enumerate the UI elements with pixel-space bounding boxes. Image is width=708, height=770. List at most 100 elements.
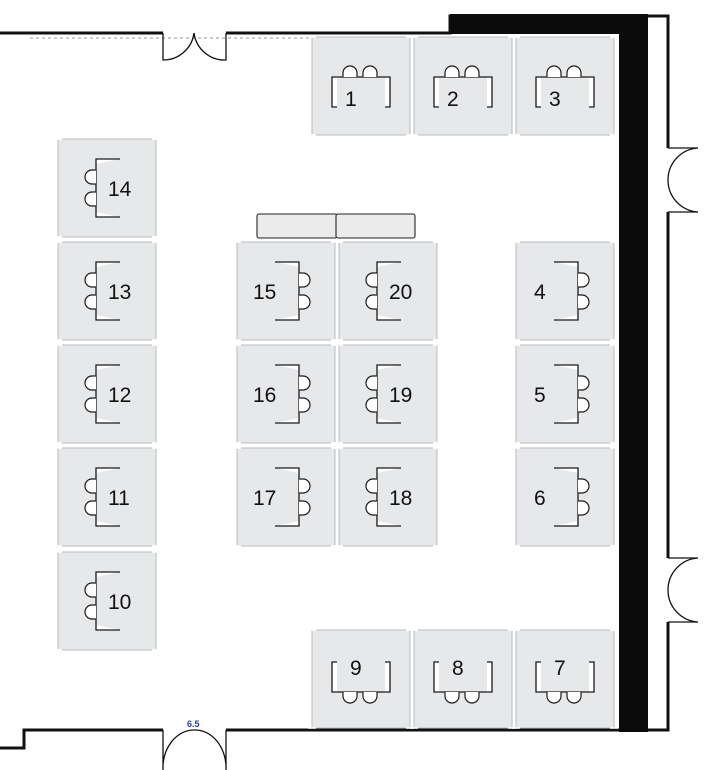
chair-icon: [444, 65, 460, 77]
chair-icon: [299, 294, 311, 310]
chair-icon: [464, 692, 480, 704]
chair-icon: [84, 604, 96, 620]
stage-block-right: [335, 213, 416, 239]
chair-icon: [342, 65, 358, 77]
booth-20[interactable]: 20: [335, 241, 441, 341]
booth-2[interactable]: 2: [410, 36, 516, 136]
booth-area: [413, 36, 513, 136]
booth-area: [515, 629, 615, 729]
booth-area: [236, 344, 336, 444]
booth-number: 2: [447, 88, 459, 111]
booth-area: [311, 629, 411, 729]
chair-icon: [578, 272, 590, 288]
service-bar: [450, 14, 648, 732]
table-icon: [275, 467, 300, 527]
booth-area: [338, 241, 438, 341]
booth-area: [57, 551, 157, 651]
booth-17[interactable]: 17: [233, 447, 339, 547]
chair-icon: [84, 397, 96, 413]
booth-11[interactable]: 11: [54, 447, 160, 547]
chair-icon: [365, 294, 377, 310]
chair-icon: [464, 65, 480, 77]
table-icon: [95, 467, 120, 527]
door-right-upper: [667, 147, 699, 213]
chair-icon: [566, 692, 582, 704]
chair-icon: [362, 65, 378, 77]
booth-area: [413, 629, 513, 729]
booth-9[interactable]: 9: [308, 629, 414, 729]
booth-13[interactable]: 13: [54, 241, 160, 341]
booth-14[interactable]: 14: [54, 138, 160, 238]
booth-area: [515, 241, 615, 341]
booth-number: 17: [253, 487, 276, 510]
chair-icon: [299, 397, 311, 413]
table-icon: [376, 467, 401, 527]
booth-number: 4: [534, 281, 546, 304]
booth-8[interactable]: 8: [410, 629, 516, 729]
booth-area: [57, 241, 157, 341]
booth-area: [515, 36, 615, 136]
chair-icon: [365, 397, 377, 413]
table-icon: [554, 261, 579, 321]
booth-number: 20: [389, 281, 412, 304]
booth-number: 12: [108, 384, 131, 407]
table-icon: [95, 571, 120, 631]
booth-15[interactable]: 15: [233, 241, 339, 341]
booth-area: [236, 241, 336, 341]
stage-blocks: [256, 213, 416, 239]
chair-icon: [365, 478, 377, 494]
stage-block-left: [256, 213, 338, 239]
booth-area: [236, 447, 336, 547]
booth-6[interactable]: 6: [512, 447, 618, 547]
chair-icon: [444, 692, 460, 704]
booth-number: 18: [389, 487, 412, 510]
booth-number: 11: [108, 487, 130, 510]
chair-icon: [578, 375, 590, 391]
table-icon: [554, 467, 579, 527]
booth-area: [311, 36, 411, 136]
chair-icon: [299, 478, 311, 494]
chair-icon: [546, 65, 562, 77]
booth-7[interactable]: 7: [512, 629, 618, 729]
right-black-bar: [619, 14, 648, 732]
booth-number: 3: [549, 88, 561, 111]
chair-icon: [365, 500, 377, 516]
booth-number: 8: [452, 657, 464, 680]
booth-3[interactable]: 3: [512, 36, 618, 136]
chair-icon: [299, 500, 311, 516]
chair-icon: [362, 692, 378, 704]
chair-icon: [365, 375, 377, 391]
doors: [162, 32, 699, 770]
door-bottom: [162, 729, 227, 770]
booth-12[interactable]: 12: [54, 344, 160, 444]
booth-number: 10: [108, 591, 131, 614]
chair-icon: [84, 272, 96, 288]
booth-area: [57, 138, 157, 238]
booth-18[interactable]: 18: [335, 447, 441, 547]
table-icon: [535, 76, 595, 108]
chair-icon: [299, 272, 311, 288]
booth-4[interactable]: 4: [512, 241, 618, 341]
chair-icon: [578, 294, 590, 310]
booth-area: [338, 344, 438, 444]
table-icon: [554, 364, 579, 424]
booth-5[interactable]: 5: [512, 344, 618, 444]
booth-number: 15: [253, 281, 276, 304]
booth-16[interactable]: 16: [233, 344, 339, 444]
table-icon: [433, 661, 493, 693]
chair-icon: [84, 375, 96, 391]
table-icon: [433, 76, 493, 108]
chair-icon: [299, 375, 311, 391]
booth-number: 19: [389, 384, 412, 407]
chair-icon: [578, 397, 590, 413]
booth-10[interactable]: 10: [54, 551, 160, 651]
booth-number: 16: [253, 384, 276, 407]
booth-area: [338, 447, 438, 547]
booth-1[interactable]: 1: [308, 36, 414, 136]
booth-area: [515, 447, 615, 547]
table-icon: [376, 261, 401, 321]
chair-icon: [84, 478, 96, 494]
booth-19[interactable]: 19: [335, 344, 441, 444]
